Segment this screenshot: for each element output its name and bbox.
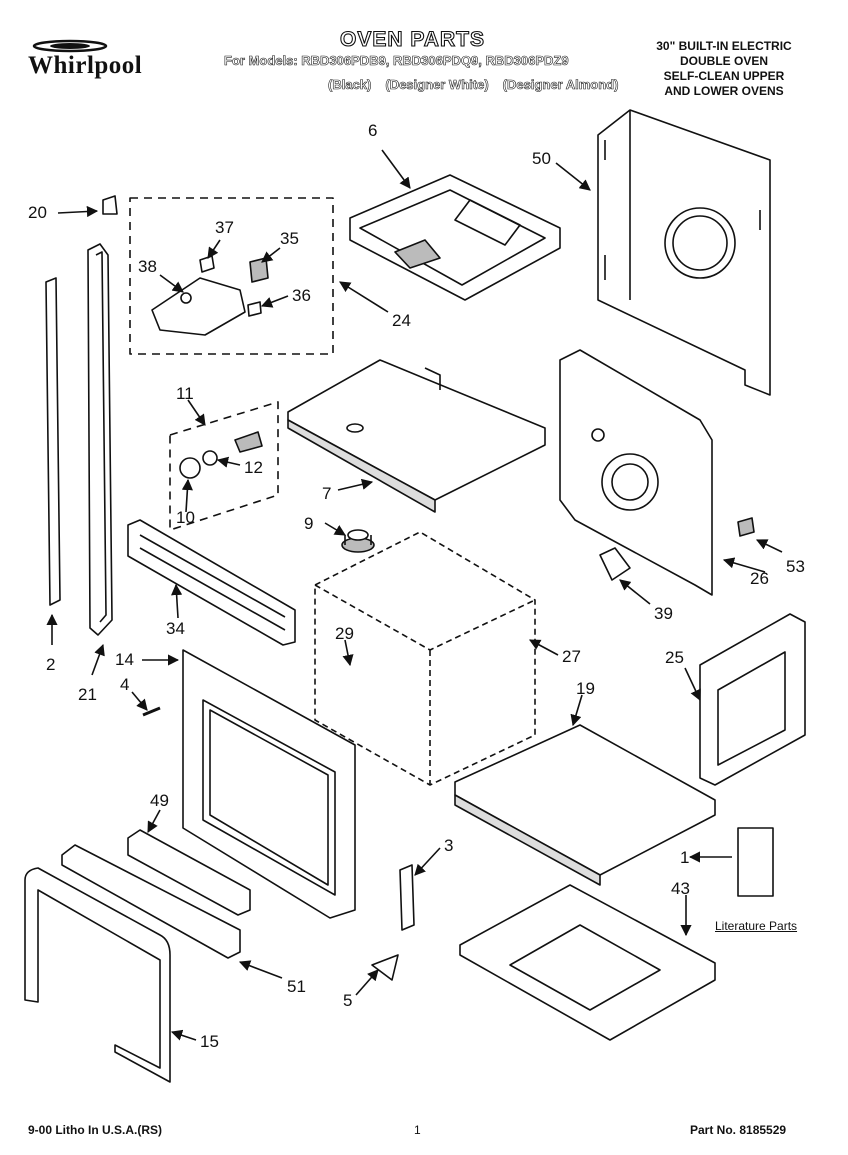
callout-1: 1 [680,848,690,867]
part-number: Part No. 8185529 [690,1123,787,1137]
part-oven-cavity [314,531,536,786]
part-front-frame [182,649,356,919]
callout-38: 38 [138,257,157,276]
page-number: 1 [414,1123,421,1137]
part-screw [142,706,161,717]
callout-14: 14 [115,650,134,669]
callout-21: 21 [78,685,97,704]
callout-49: 49 [150,791,169,810]
part-lower-cover [454,724,716,886]
callout-39: 39 [654,604,673,623]
callout-7: 7 [322,484,332,503]
callout-36: 36 [292,286,311,305]
callout-35: 35 [280,229,299,248]
callout-34: 34 [166,619,185,638]
model-variants: (Black) (Designer White) (Designer Almond) [328,77,632,93]
part-bracket-53 [737,517,755,537]
callout-5: 5 [343,991,353,1010]
part-trim-49 [127,829,251,916]
callout-12: 12 [244,458,263,477]
brand-swoosh-icon [32,39,108,53]
callout-43: 43 [671,879,690,898]
footer-litho: 9-00 Litho In U.S.A.(RS) [28,1123,163,1137]
part-control-vent [127,519,296,646]
variant-black: (Black) [328,77,372,93]
part-side-panel [559,349,713,596]
part-top-vent-duct [349,174,561,301]
description-line: SELF-CLEAN UPPER [663,69,785,83]
part-light-assembly-box [169,401,279,531]
variant-designer-white: (Designer White) [385,77,489,93]
callout-24: 24 [392,311,411,330]
part-rear-panel [597,109,771,396]
callout-3: 3 [444,836,454,855]
callout-51: 51 [287,977,306,996]
part-clip [102,195,118,215]
description-line: AND LOWER OVENS [664,84,784,98]
part-oven-top [287,359,546,513]
part-bracket-5 [371,954,399,981]
callout-15: 15 [200,1032,219,1051]
callout-6: 6 [368,121,378,140]
part-vent-trim-51 [61,844,241,959]
callout-11: 11 [176,384,194,403]
callout-19: 19 [576,679,595,698]
part-left-trims [45,243,113,636]
leader-lines [46,149,783,1041]
callout-4: 4 [120,675,130,694]
callout-25: 25 [665,648,684,667]
description-line: DOUBLE OVEN [679,54,768,68]
callout-26: 26 [750,569,769,588]
part-fan-motor [341,529,375,553]
variant-designer-almond: (Designer Almond) [502,77,619,93]
callout-2: 2 [46,655,56,674]
callout-50: 50 [532,149,551,168]
page-title: OVEN PARTS [339,27,485,51]
model-list: For Models: RBD306PDB9, RBD306PDQ9, RBD3… [224,53,569,69]
callout-9: 9 [304,514,314,533]
callout-37: 37 [215,218,234,237]
part-literature [737,827,774,897]
part-switch-assembly-box [129,197,334,355]
literature-parts-label: Literature Parts [715,919,798,933]
callout-53: 53 [786,557,805,576]
part-bracket-3 [399,864,415,931]
callout-10: 10 [176,508,195,527]
callout-29: 29 [335,624,354,643]
part-right-panel [699,613,806,786]
product-description: 30" BUILT-IN ELECTRIC DOUBLE OVEN SELF-C… [634,39,814,99]
description-line: 30" BUILT-IN ELECTRIC [656,39,792,53]
part-base-tray [459,884,716,1041]
callout-20: 20 [28,203,47,222]
brand-logo: Whirlpool [28,52,143,79]
part-gasket [24,867,171,1083]
callout-27: 27 [562,647,581,666]
